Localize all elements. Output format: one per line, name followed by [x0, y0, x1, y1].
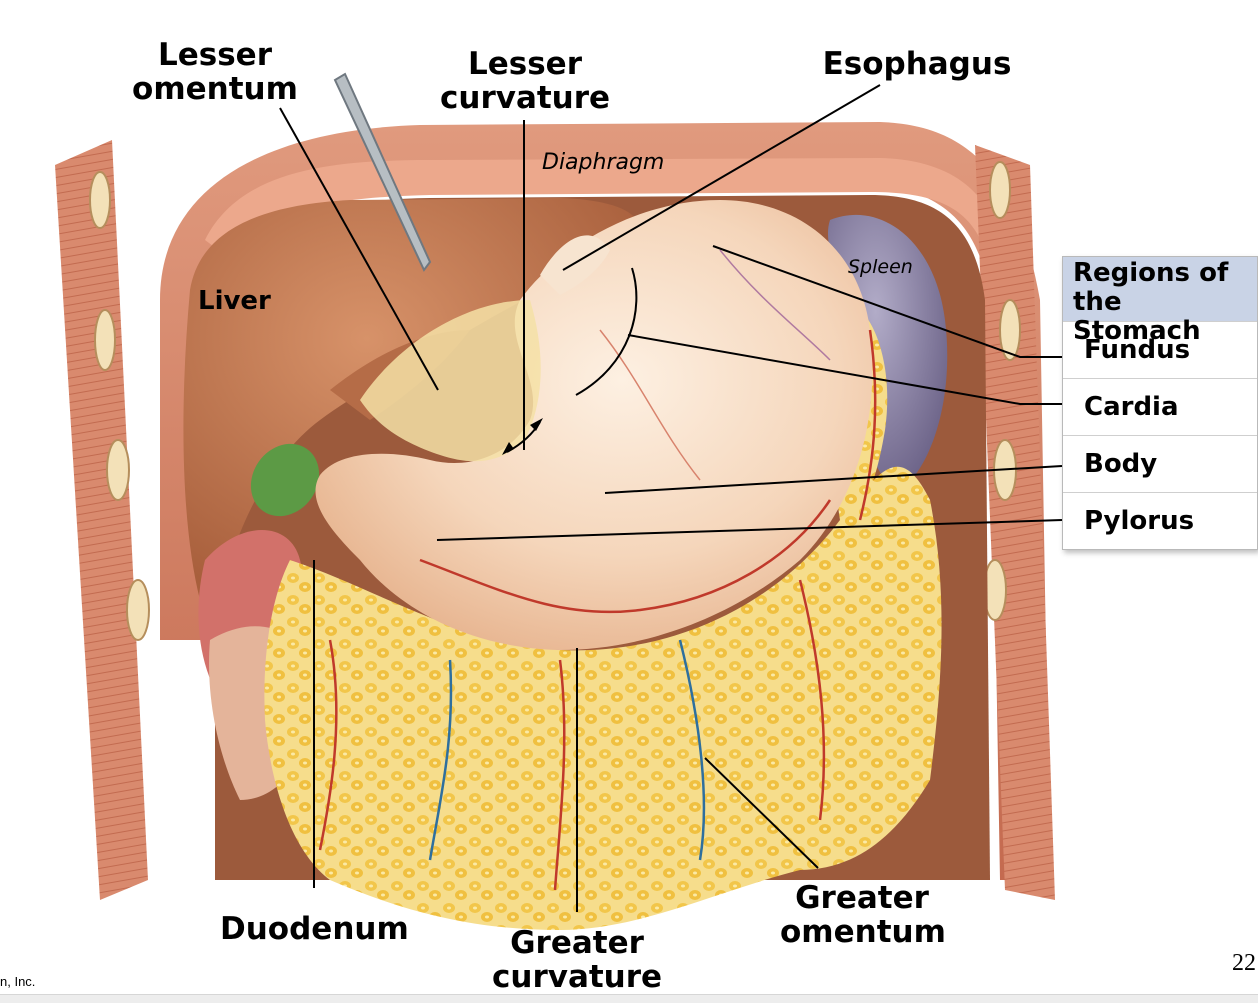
label-esophagus: Esophagus: [822, 46, 1012, 82]
label-greater-omentum: Greater omentum: [780, 880, 946, 950]
lesser-omentum: [360, 300, 541, 462]
page-number: 22: [1232, 950, 1256, 976]
diaphragm-band: [205, 158, 1000, 255]
label-lesser-omentum: Lesser omentum: [132, 37, 298, 107]
liver: [183, 198, 642, 600]
label-spleen: Spleen: [848, 256, 913, 278]
greater-omentum: [264, 466, 942, 930]
legend-row-cardia: Cardia: [1063, 378, 1257, 435]
legend-row-fundus: Fundus: [1063, 321, 1257, 378]
arrowhead-upper: [530, 418, 543, 431]
label-duodenum: Duodenum: [220, 911, 409, 947]
gallbladder: [250, 443, 320, 517]
left-abdominal-muscle: [55, 140, 148, 900]
legend-row-body: Body: [1063, 435, 1257, 492]
esophagus: [540, 235, 610, 295]
copyright-credit: n, Inc.: [0, 974, 36, 989]
stomach: [315, 200, 873, 650]
bottom-scroll-bar[interactable]: [0, 994, 1258, 1003]
legend-title: Regions of the Stomach: [1063, 257, 1257, 346]
spleen: [827, 214, 948, 490]
legend-row-pylorus: Pylorus: [1063, 492, 1257, 549]
label-lesser-curvature: Lesser curvature: [440, 46, 611, 116]
label-liver: Liver: [198, 286, 271, 316]
blood-vessels: [318, 249, 877, 891]
label-diaphragm: Diaphragm: [542, 150, 665, 175]
leader-lines: [279, 84, 1063, 912]
arrowhead-lower: [502, 442, 514, 455]
label-greater-curvature: Greater curvature: [492, 925, 663, 995]
forceps: [333, 72, 432, 272]
regions-legend: Regions of the Stomach Fundus Cardia Bod…: [1062, 256, 1258, 550]
